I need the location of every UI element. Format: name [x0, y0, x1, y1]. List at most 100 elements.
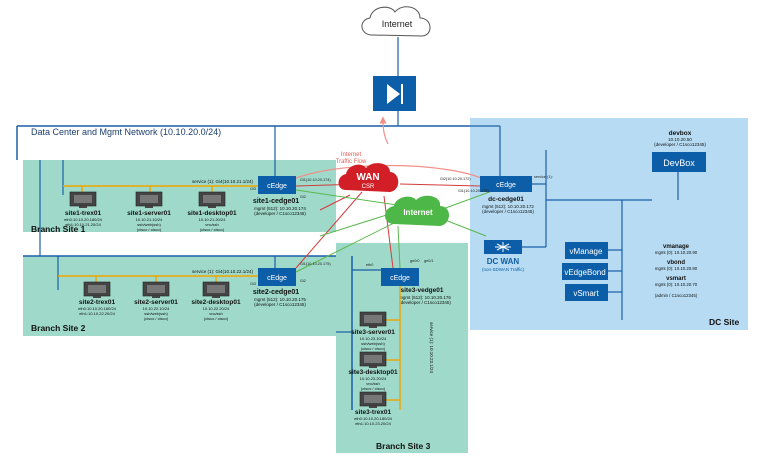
- dc-cedge-badge: cEdge: [496, 182, 516, 189]
- site1-server-host[interactable]: [135, 191, 163, 208]
- site1-service-note: service (1): Gi4(10.10.21.1/24): [192, 179, 254, 184]
- site2-trex-ip2: eth1:10.10.22.20/24: [79, 311, 115, 316]
- site2-server-proto: ssh/web(ssh): [144, 311, 168, 316]
- site2-cedge-cred: (developer / C1sco12345): [254, 302, 306, 307]
- svg-text:Gi3: Gi3: [250, 282, 256, 286]
- site3-trex-ip1: eth0:10.10.20.180/24: [354, 416, 393, 421]
- site1-cedge-badge: cEdge: [267, 183, 287, 190]
- devbox-node[interactable]: DevBox: [652, 152, 706, 172]
- dc-wan-router[interactable]: [484, 240, 522, 254]
- site3-trex-name: site3-trex01: [355, 409, 392, 416]
- traffic-flow-label-2: Traffic Flow: [336, 159, 367, 165]
- site2-cedge-mgmt: mgmt (512): 10.10.20.175: [254, 297, 306, 302]
- site2-cedge-name: site2-cedge01: [253, 289, 299, 296]
- site1-server-cred: (cisco / cisco): [137, 227, 162, 232]
- svg-text:Gi1(10.10.20.172): Gi1(10.10.20.172): [458, 189, 489, 193]
- wan-csr-cloud[interactable]: WAN CSR: [338, 163, 399, 192]
- vsmart-node[interactable]: vSmart: [565, 284, 608, 301]
- dc-cedge-name: dc-cedge01: [488, 196, 524, 203]
- site1-cedge-mgmt: mgmt (512): 10.10.20.174: [254, 206, 306, 211]
- site3-server-cred: (cisco / cisco): [361, 346, 386, 351]
- site2-server-name: site2-server01: [134, 299, 178, 306]
- svg-text:Gi1(10.10.20.175): Gi1(10.10.20.175): [300, 262, 331, 266]
- router-icon: [495, 242, 511, 252]
- vedgebond-node[interactable]: vEdgeBond: [562, 263, 608, 280]
- site1-desktop-host[interactable]: [198, 191, 226, 208]
- site3-desktop-name: site3-desktop01: [348, 369, 398, 376]
- svg-text:service (1):: service (1):: [534, 175, 553, 179]
- site1-server-proto: ssh/web(ssh): [137, 222, 161, 227]
- vedgebond-label: vEdgeBond: [564, 268, 605, 277]
- site2-trex-host[interactable]: [83, 281, 111, 298]
- site2-desktop-cred: (cisco / cisco): [204, 316, 229, 321]
- site3-desktop-proto: vnc/ssh: [366, 381, 380, 386]
- internet-green-cloud[interactable]: Internet: [385, 195, 449, 226]
- site3-desktop-cred: (cisco / cisco): [361, 386, 386, 391]
- site3-cedge-cred: (developer / C1sco12345): [399, 300, 451, 305]
- devbox-button-label: DevBox: [663, 158, 695, 168]
- site3-cedge-name: site3-vedge01: [401, 287, 444, 294]
- site2-desktop-ip: 10.10.22.20/24: [203, 306, 230, 311]
- site1-cedge-cred: (developer / C1sco12345): [254, 211, 306, 216]
- site1-trex-host[interactable]: [69, 191, 97, 208]
- site2-cedge-node[interactable]: cEdge: [258, 268, 296, 286]
- site2-desktop-proto: vnc/ssh: [209, 311, 223, 316]
- site1-trex-ip1: eth0:10.10.20.180/24: [64, 217, 103, 222]
- site2-cedge-badge: cEdge: [267, 275, 287, 282]
- firewall-device[interactable]: [373, 76, 416, 111]
- branch-site-2-label: Branch Site 2: [31, 323, 86, 333]
- dc-site-area: [470, 118, 748, 330]
- dc-site-label: DC Site: [709, 317, 740, 327]
- site1-trex-ip2: eth1:10.10.21.20/24: [65, 222, 101, 227]
- site1-desktop-proto: vnc/ssh: [205, 222, 219, 227]
- site2-desktop-name: site2-desktop01: [191, 299, 241, 306]
- site2-server-host[interactable]: [142, 281, 170, 298]
- controllers-cred: (admin / C1sco12345): [655, 293, 698, 298]
- vbond-info-ip: mgmt (0): 10.10.20.80: [655, 266, 698, 271]
- site3-desktop-host[interactable]: [359, 351, 387, 368]
- vsmart-info-ip: mgmt (0): 10.10.20.70: [655, 282, 698, 287]
- site3-service-note: service (1): 10.10.23.1/24: [429, 322, 434, 374]
- branch-site-1-label: Branch Site 1: [31, 224, 86, 234]
- dc-wan-sublabel: (non-SDWAN Traffic): [482, 267, 525, 272]
- wan-label: WAN: [356, 172, 379, 183]
- site3-cedge-badge: cEdge: [390, 275, 410, 282]
- site3-cedge-mgmt: mgmt (512): 10.10.20.176: [399, 295, 451, 300]
- lan-links: [58, 185, 401, 410]
- dc-mgmt-network-label: Data Center and Mgmt Network (10.10.20.0…: [31, 127, 221, 137]
- vmanage-info-ip: mgmt (0): 10.10.20.90: [655, 250, 698, 255]
- svg-text:eth0: eth0: [366, 263, 373, 267]
- vbond-info-name: vbond: [667, 260, 685, 266]
- site3-cedge-node[interactable]: cEdge: [381, 268, 419, 286]
- site1-trex-name: site1-trex01: [65, 210, 102, 217]
- site1-desktop-ip: 10.10.21.20/24: [199, 217, 226, 222]
- dc-cedge-cred: (developer / C1sco12345): [482, 209, 534, 214]
- vsmart-label: vSmart: [573, 289, 599, 298]
- vsmart-info-name: vsmart: [666, 276, 686, 282]
- interface-labels: Gi1(10.10.20.174) Gi2 Gi3 Gi1(10.10.20.1…: [250, 175, 553, 286]
- traffic-flow-label-1: Internet: [341, 152, 362, 158]
- site1-cedge-node[interactable]: cEdge: [258, 176, 296, 194]
- site2-trex-ip1: eth0:10.10.20.180/24: [78, 306, 117, 311]
- site3-server-host[interactable]: [359, 311, 387, 328]
- vmanage-node[interactable]: vManage: [565, 242, 608, 259]
- site3-trex-host[interactable]: [359, 391, 387, 408]
- site1-desktop-name: site1-desktop01: [187, 210, 237, 217]
- devbox-ip: 10.10.20.50: [668, 137, 692, 142]
- svg-text:ge0/0: ge0/0: [410, 259, 420, 263]
- svg-text:Gi3: Gi3: [250, 187, 256, 191]
- site2-trex-name: site2-trex01: [79, 299, 116, 306]
- internet-cloud: Internet: [361, 6, 431, 37]
- dc-cedge-node[interactable]: cEdge: [480, 176, 532, 192]
- branch-site-3-label: Branch Site 3: [376, 441, 431, 451]
- svg-text:Gi1(10.10.20.174): Gi1(10.10.20.174): [300, 178, 331, 182]
- site3-server-ip: 10.10.23.10/24: [360, 336, 387, 341]
- csr-label: CSR: [362, 184, 375, 190]
- traffic-flow-arrow: [379, 116, 389, 145]
- site1-desktop-cred: (cisco / cisco): [200, 227, 225, 232]
- internet-links: [295, 189, 496, 273]
- site2-desktop-host[interactable]: [202, 281, 230, 298]
- site1-server-ip: 10.10.21.10/24: [136, 217, 163, 222]
- vmanage-label: vManage: [570, 247, 603, 256]
